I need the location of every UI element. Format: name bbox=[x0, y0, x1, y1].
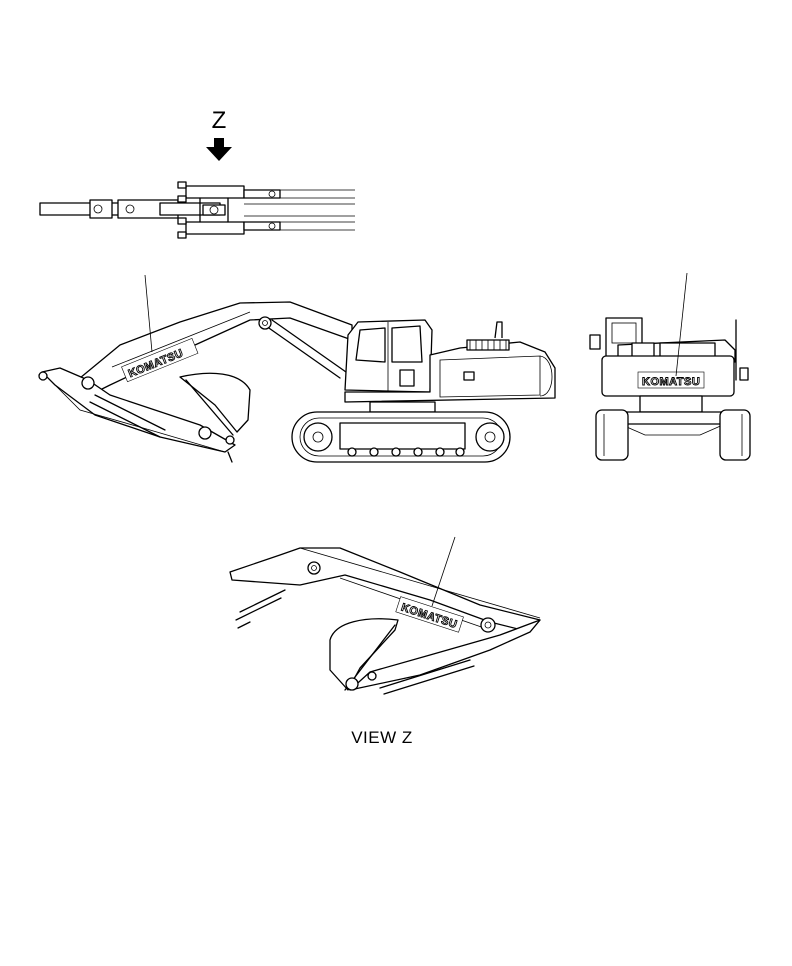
rear-decal: KOMATSU bbox=[637, 371, 705, 388]
view-z-caption: VIEW Z bbox=[351, 728, 413, 747]
rear-view-excavator: KOMATSU bbox=[589, 272, 751, 461]
decal-brand-text: KOMATSU bbox=[642, 376, 700, 388]
top-plan-view bbox=[39, 181, 355, 239]
view-letter-label: Z bbox=[212, 107, 227, 134]
side-view-excavator: KOMATSU bbox=[38, 274, 556, 463]
view-z-detail: KOMATSU bbox=[229, 536, 541, 695]
down-arrow-icon bbox=[206, 138, 232, 161]
view-z-indicator: Z bbox=[206, 107, 232, 161]
